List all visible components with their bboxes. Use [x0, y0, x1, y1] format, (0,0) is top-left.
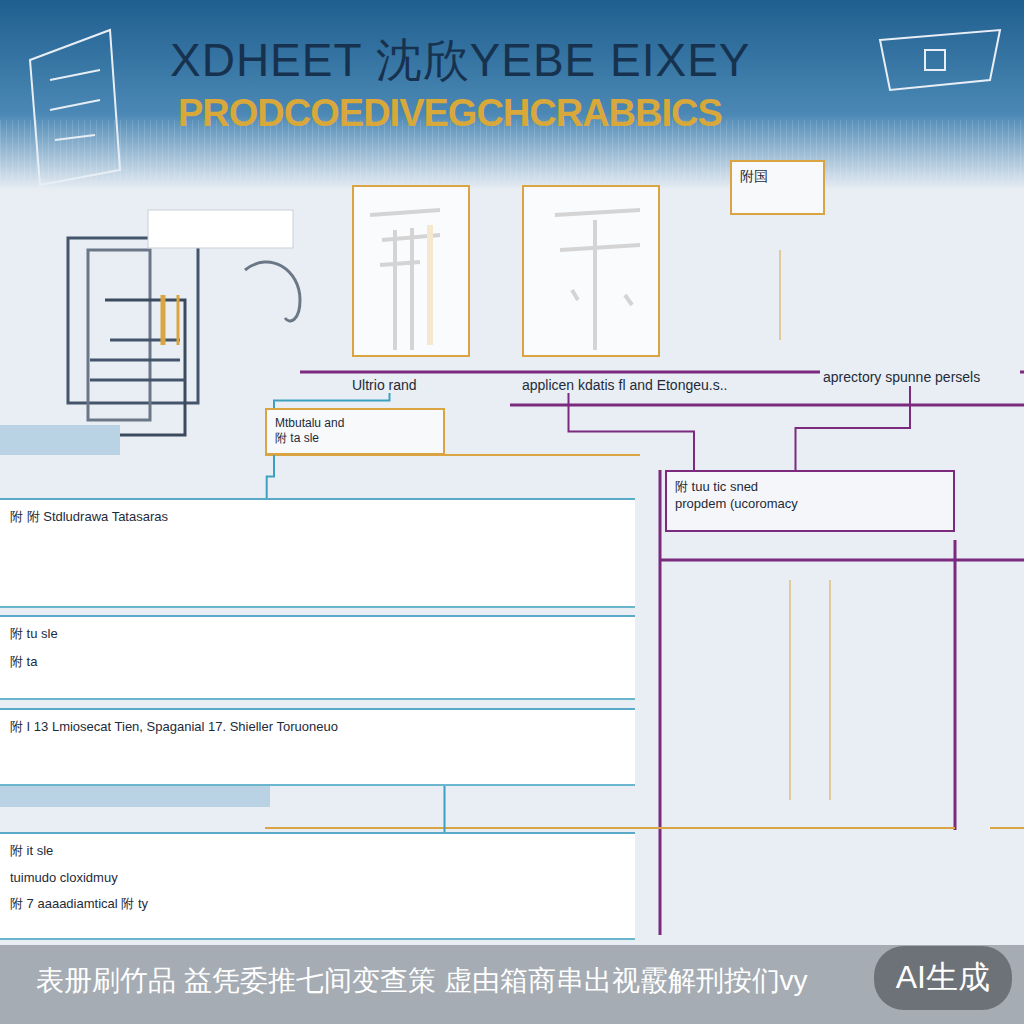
orange-lines: [0, 455, 1024, 828]
footer-band: [0, 945, 1024, 1024]
tab: [148, 210, 293, 248]
labelled-box: Mtbutalu and附 ta sle: [265, 408, 445, 455]
node-text: 附 ta: [10, 653, 625, 671]
node-text: 附 I 13 Lmiosecat Tien, Spaganial 17. Shi…: [10, 718, 625, 736]
table-row: 附 it sle tuimudo cloxidmuy 附 7 aaaadiamtic…: [0, 832, 635, 940]
node-text: Ultrio rand: [352, 377, 477, 393]
node-text: 附 7 aaaadiamtical 附 ty: [10, 895, 625, 913]
hook-stroke: [245, 262, 300, 321]
node-text: 附国: [740, 168, 815, 186]
node-text: 附 tuu tic sned: [675, 478, 945, 496]
node-text: propdem (ucoromacy: [675, 496, 945, 511]
panel-frame: [352, 185, 470, 357]
header-band: [0, 0, 1024, 190]
node-text: Mtbutalu and: [275, 416, 435, 430]
panel-frame: [522, 185, 660, 357]
labelled-box: applicen kdatis fl and Etongeu.s..: [522, 185, 832, 393]
labelled-box: 附 tuu tic snedpropdem (ucoromacy: [665, 470, 955, 532]
node-text: applicen kdatis fl and Etongeu.s..: [522, 377, 832, 393]
labelled-box: aprectory spunne persels: [820, 368, 1020, 386]
node-text: 附 it sle: [10, 842, 625, 860]
labelled-box: 附国: [730, 160, 825, 215]
node-text: 附 附 Stdludrawa Tatasaras: [10, 508, 625, 526]
caption: 表册刷竹品 益凭委推七间变查策 虚由箱商串出视霰解刑按们vy: [36, 962, 808, 1000]
node-text: aprectory spunne persels: [820, 368, 1020, 386]
labelled-box: Ultrio rand: [352, 185, 477, 393]
connector: [444, 786, 445, 832]
node-text: 附 ta sle: [275, 430, 435, 447]
corner-icon: [30, 30, 1000, 185]
node-text: tuimudo cloxidmuy: [10, 870, 625, 885]
table-row: 附 tu sle 附 ta: [0, 615, 635, 700]
subtitle: PRODCOEDIVEGCHCRABBICS: [178, 92, 722, 135]
connector: [569, 393, 695, 470]
connector: [796, 386, 911, 470]
document-icon: [68, 238, 198, 435]
connector: [267, 455, 274, 498]
node-text: 附 tu sle: [10, 625, 625, 643]
connector: [274, 393, 390, 408]
diagram-title: XDHEET 沈欣YEBE EIXEY: [170, 30, 751, 92]
table-row: 附 附 Stdludrawa Tatasaras: [0, 498, 635, 608]
watermark: AI生成: [874, 946, 1012, 1010]
table-row: 附 I 13 Lmiosecat Tien, Spaganial 17. Shi…: [0, 708, 635, 786]
